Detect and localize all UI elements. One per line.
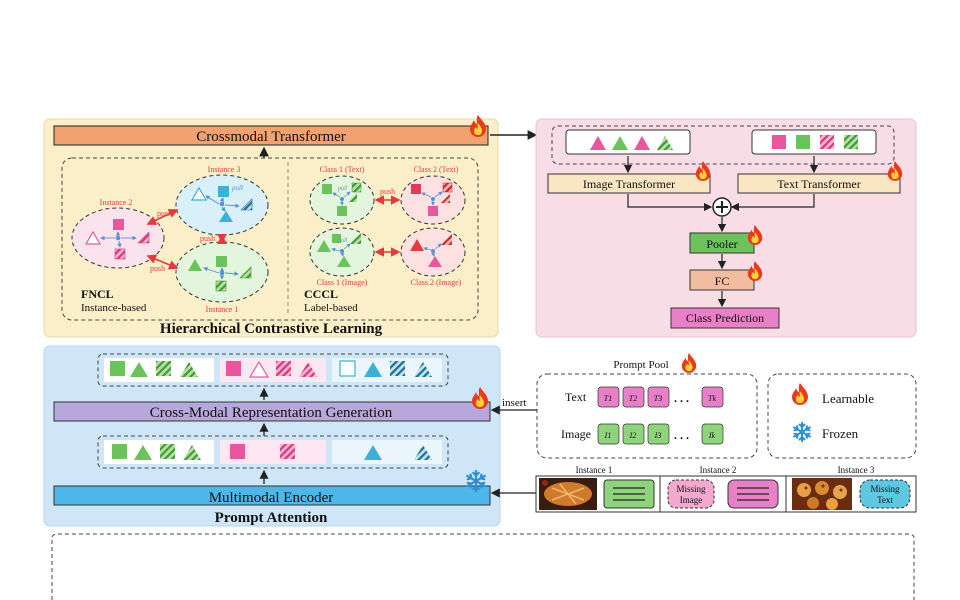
encoded-token-row bbox=[97, 435, 449, 469]
image-token-box bbox=[565, 129, 691, 155]
ellipsis: . . . bbox=[674, 391, 689, 405]
square-pink bbox=[113, 219, 124, 230]
contrastive-box bbox=[61, 157, 479, 321]
text-row-label: Text bbox=[565, 390, 587, 404]
cccl-class-label: Class 1 (Text) bbox=[320, 165, 365, 174]
fire-icon bbox=[792, 383, 808, 405]
pooler-label: Pooler bbox=[706, 237, 737, 251]
input-instance-label: Instance 2 bbox=[700, 465, 737, 475]
triangle-green bbox=[188, 259, 202, 271]
fncl-instance-label: Instance 1 bbox=[206, 305, 239, 314]
triangle-outline-pink bbox=[84, 230, 102, 245]
cccl-class-label: Class 1 (Image) bbox=[317, 278, 368, 287]
multimodal-encoder-bar bbox=[53, 485, 491, 506]
square-cyan bbox=[218, 186, 229, 197]
prompt-pool-box bbox=[536, 373, 758, 459]
image-prompt-token: I3 bbox=[654, 431, 662, 440]
instance3-image bbox=[792, 478, 852, 510]
legend-frozen: Frozen bbox=[822, 426, 859, 441]
pull-label: pull bbox=[337, 238, 348, 244]
class-prediction-box bbox=[670, 307, 780, 329]
prompt-attention-title: Prompt Attention bbox=[215, 510, 328, 526]
fncl-section: Instance 3 Instance 2 Instance 1 pull bbox=[71, 165, 269, 314]
bottom-dashed-frame bbox=[51, 533, 915, 600]
square-green bbox=[216, 256, 227, 267]
text-prompt-token: Tk bbox=[708, 394, 716, 403]
text-prompt-token: T1 bbox=[604, 394, 612, 403]
fncl-instance-label: Instance 2 bbox=[100, 198, 133, 207]
input-instance-label: Instance 1 bbox=[576, 465, 613, 475]
crossmodal-transformer-label: Crossmodal Transformer bbox=[196, 129, 346, 145]
text-transformer-box bbox=[737, 173, 901, 194]
snowflake-icon bbox=[793, 422, 811, 442]
legend-learnable: Learnable bbox=[822, 391, 874, 406]
triangle-outline-cyan bbox=[190, 186, 208, 201]
token-group-box bbox=[551, 125, 895, 165]
missing-text-box bbox=[859, 479, 911, 509]
ellipsis: . . . bbox=[674, 428, 689, 442]
cccl-class-label: Class 2 (Image) bbox=[411, 278, 462, 287]
missing-image-label: Missing bbox=[676, 484, 706, 494]
class-prediction-label: Class Prediction bbox=[686, 311, 764, 325]
push-label: push bbox=[200, 234, 215, 243]
insert-label: insert bbox=[502, 397, 526, 409]
cccl-class-label: Class 2 (Text) bbox=[414, 165, 459, 174]
fncl-name: FNCL bbox=[81, 287, 114, 301]
text-prompt-token: T3 bbox=[654, 394, 662, 403]
prompt-pool-title: Prompt Pool bbox=[613, 359, 668, 371]
fc-label: FC bbox=[715, 274, 730, 288]
push-label: push bbox=[150, 264, 165, 273]
hcl-title: Hierarchical Contrastive Learning bbox=[160, 321, 383, 337]
text-prompt-token: T2 bbox=[629, 394, 637, 403]
push-label: push bbox=[157, 209, 172, 218]
cccl-subtitle: Label-based bbox=[304, 302, 358, 314]
triangle-hatched-green bbox=[239, 266, 252, 279]
pull-label: pull bbox=[231, 184, 243, 192]
input-instances-box bbox=[535, 475, 917, 513]
hcl-panel bbox=[43, 118, 499, 338]
missing-text-label: Missing bbox=[870, 484, 900, 494]
crossmodal-transformer-bar bbox=[53, 125, 489, 146]
image-transformer-label: Image Transformer bbox=[583, 177, 675, 191]
missing-image-box bbox=[667, 479, 715, 509]
cccl-section: Class 1 (Text) Class 2 (Text) Class 1 (I… bbox=[304, 165, 466, 314]
fused-token-row bbox=[97, 353, 449, 387]
cross-modal-generation-bar bbox=[53, 401, 491, 422]
image-prompt-token: I1 bbox=[604, 431, 612, 440]
image-transformer-box bbox=[547, 173, 711, 194]
missing-text-label: Text bbox=[877, 495, 893, 505]
triangle-hatched-cyan bbox=[240, 198, 253, 211]
fire-icon bbox=[470, 115, 486, 137]
square-hatched-green bbox=[215, 280, 227, 292]
multimodal-encoder-label: Multimodal Encoder bbox=[209, 490, 334, 506]
legend-box bbox=[767, 373, 917, 459]
push-label: push bbox=[380, 187, 395, 196]
triangle-cyan bbox=[219, 211, 233, 222]
triangle-hatched-pink bbox=[137, 231, 150, 244]
text-prompt-tokens: T1 T2 T3 Tk . . . bbox=[597, 386, 724, 408]
fncl-instance-label: Instance 3 bbox=[208, 165, 241, 174]
square-hatched-pink bbox=[114, 248, 126, 260]
fire-icon bbox=[681, 353, 697, 373]
image-row-label: Image bbox=[561, 427, 591, 441]
cccl-name: CCCL bbox=[304, 287, 338, 301]
input-instance-label: Instance 3 bbox=[838, 465, 875, 475]
missing-image-label: Image bbox=[680, 495, 703, 505]
image-prompt-tokens: I1 I2 I3 Ik . . . bbox=[597, 423, 724, 445]
image-prompt-token: I2 bbox=[629, 431, 637, 440]
fncl-subtitle: Instance-based bbox=[81, 302, 147, 314]
text-transformer-label: Text Transformer bbox=[777, 177, 860, 191]
cross-modal-generation-label: Cross-Modal Representation Generation bbox=[150, 405, 393, 421]
instance1-image bbox=[539, 478, 597, 510]
pull-label: pull bbox=[337, 186, 348, 192]
image-prompt-token: Ik bbox=[708, 431, 716, 440]
